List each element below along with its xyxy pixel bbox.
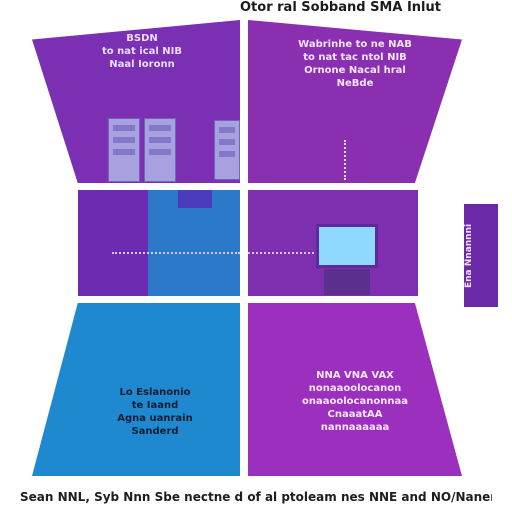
bottom-left-text: Lo Eslanonio te Iaand Agna uanrain Sande…	[117, 387, 193, 437]
bottom-right-text: NNA VNA VAX nonaaoolocanon onaaoolocanon…	[302, 370, 408, 433]
horizontal-connector	[248, 252, 314, 254]
diagram-caption: Sean NNL, Syb Nnn Sbe nectne d of al pto…	[20, 490, 492, 504]
bottom-left-panel: Lo Eslanonio te Iaand Agna uanrain Sande…	[32, 303, 240, 476]
vertical-connector	[344, 140, 346, 180]
top-left-panel: BSDN to nat ical NIB Naal Ioronn	[32, 20, 240, 183]
middle-left-panel	[78, 190, 240, 296]
monitor-base-icon	[324, 269, 370, 295]
top-right-text: Wabrinhe to ne NAB to nat tac ntol NIB O…	[298, 39, 412, 89]
middle-left-block-top	[178, 190, 212, 208]
side-label-text: Ena Nnannni	[464, 223, 474, 288]
middle-right-panel	[248, 190, 418, 296]
server-icon	[214, 120, 240, 180]
monitor-icon	[316, 224, 378, 268]
side-label-box: Ena Nnannni	[464, 204, 498, 307]
diagram-title: Otor ral Sobband SMA Inlut	[240, 0, 441, 15]
horizontal-connector	[112, 252, 240, 254]
bottom-right-panel: NNA VNA VAX nonaaoolocanon onaaoolocanon…	[248, 303, 462, 476]
server-icon	[108, 118, 140, 182]
top-right-panel: Wabrinhe to ne NAB to nat tac ntol NIB O…	[248, 20, 462, 183]
top-left-text: BSDN to nat ical NIB Naal Ioronn	[102, 33, 182, 70]
server-icon	[144, 118, 176, 182]
